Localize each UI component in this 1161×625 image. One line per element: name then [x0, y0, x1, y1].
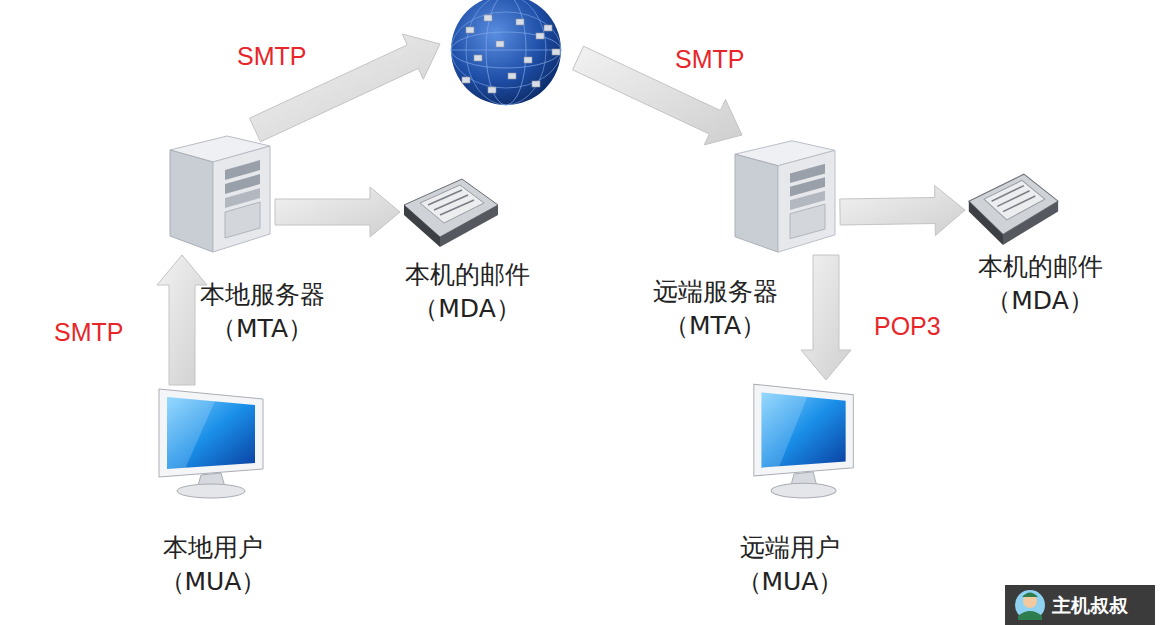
protocol-label: SMTP [235, 42, 308, 71]
server-icon [165, 130, 275, 255]
monitor-icon [155, 385, 270, 500]
flow-arrow [275, 187, 400, 237]
mda-storage: 本机的邮件 （MDA） [400, 175, 500, 250]
protocol-label: SMTP [673, 45, 746, 74]
flow-arrow [801, 255, 851, 380]
flow-arrow [157, 255, 207, 385]
server-icon [730, 135, 840, 255]
node-label: 远端服务器 （MTA） [630, 275, 800, 343]
globe-icon [451, 0, 561, 105]
arrow-shape [157, 255, 207, 385]
mta-server: 本地服务器 （MTA） [165, 130, 275, 255]
arrow-shape [275, 187, 400, 237]
node-label: 本地服务器 （MTA） [177, 278, 347, 346]
node-label: 本机的邮件 （MDA） [382, 258, 552, 326]
hard-disk-icon [965, 170, 1060, 248]
protocol-label: POP3 [872, 312, 943, 341]
protocol-label: SMTP [52, 318, 125, 347]
monitor-icon [750, 380, 860, 500]
hard-disk-icon [400, 175, 500, 250]
arrow-shape [801, 255, 851, 380]
mta-server: 远端服务器 （MTA） [730, 135, 840, 255]
watermark-logo [1005, 585, 1155, 625]
mua-client: 本地用户 （MUA） [155, 385, 270, 500]
mda-storage: 本机的邮件 （MDA） [965, 170, 1060, 248]
node-label: 本地用户 （MUA） [138, 531, 288, 599]
arrow-shape [840, 186, 965, 236]
mua-client: 远端用户 （MUA） [750, 380, 860, 500]
watermark-text: 主机叔叔 [1052, 593, 1128, 619]
node-label: 本机的邮件 （MDA） [955, 250, 1125, 318]
node-label: 远端用户 （MUA） [715, 531, 865, 599]
flow-arrow [840, 186, 965, 236]
